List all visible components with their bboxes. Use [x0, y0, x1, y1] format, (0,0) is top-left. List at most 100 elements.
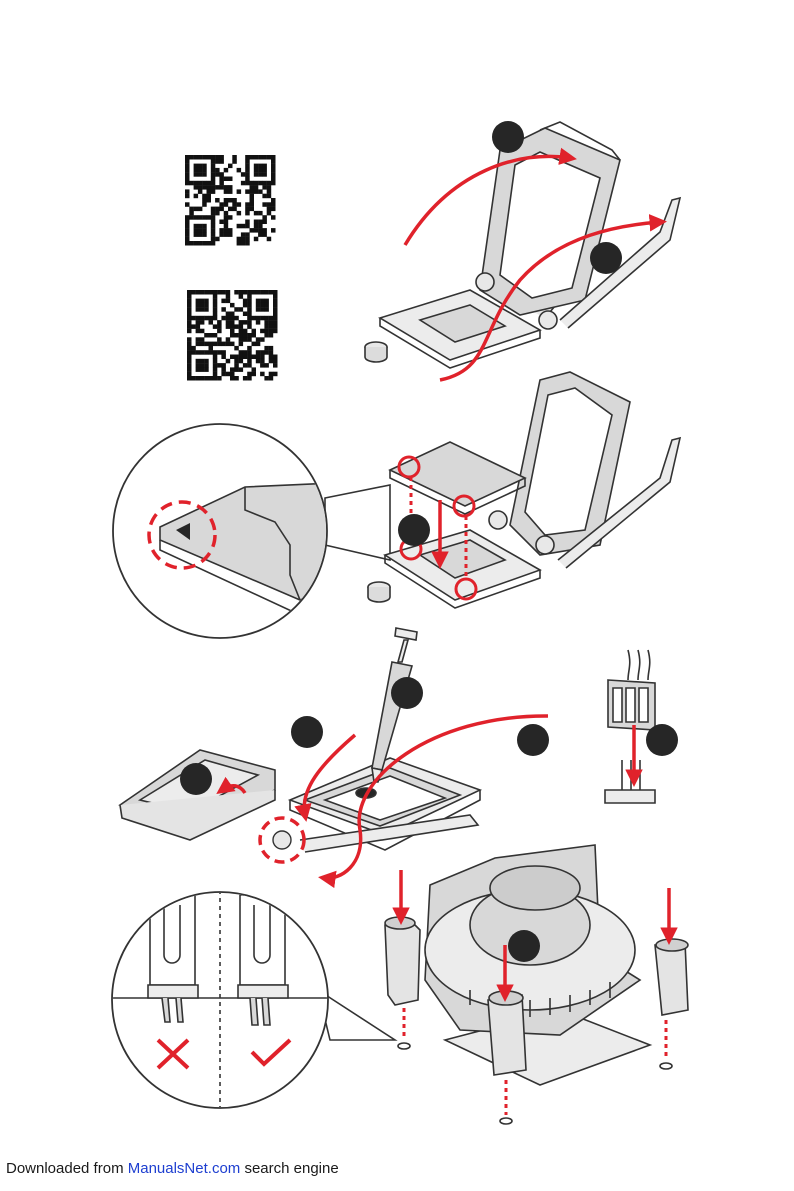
qr-module [207, 185, 212, 190]
qr-module [217, 342, 222, 347]
qr-module [226, 337, 231, 342]
qr-module [224, 202, 229, 207]
qr-module [194, 164, 199, 169]
qr-module [264, 333, 269, 338]
qr-module [230, 303, 235, 308]
qr-module [207, 181, 212, 186]
qr-module [273, 329, 278, 334]
qr-module [273, 363, 278, 368]
qr-module [269, 355, 274, 360]
qr-module [187, 337, 192, 342]
qr-module [258, 211, 263, 216]
qr-module [234, 363, 239, 368]
qr-module [196, 350, 201, 355]
qr-module [224, 228, 229, 233]
qr-module [241, 237, 246, 242]
qr-module [260, 316, 265, 321]
qr-module [217, 324, 222, 329]
qr-module [258, 168, 263, 173]
qr-module [224, 220, 229, 225]
qr-module [198, 228, 203, 233]
qr-module [215, 159, 220, 164]
qr-module [269, 372, 274, 377]
qr-module [234, 367, 239, 372]
qr-module [226, 372, 231, 377]
qr-module [213, 376, 218, 381]
qr-module [245, 164, 250, 169]
qr-module [211, 164, 216, 169]
qr-module [224, 215, 229, 220]
qr-module [185, 189, 190, 194]
qr-module [217, 376, 222, 381]
qr-module [211, 220, 216, 225]
qr-module [213, 312, 218, 317]
qr-module [219, 232, 224, 237]
socket-cpu-insert-illustration [368, 372, 680, 608]
qr-module [243, 333, 248, 338]
qr-module [250, 198, 255, 203]
qr-module [243, 303, 248, 308]
qr-module [213, 363, 218, 368]
qr-module [267, 207, 272, 212]
qr-code-top [185, 155, 276, 246]
qr-module [260, 350, 265, 355]
qr-module [260, 372, 265, 377]
qr-module [243, 290, 248, 295]
qr-module [230, 320, 235, 325]
qr-module [262, 168, 267, 173]
qr-module [215, 155, 220, 160]
qr-module [273, 324, 278, 329]
qr-module [258, 155, 263, 160]
qr-module [198, 189, 203, 194]
qr-module [243, 363, 248, 368]
qr-module [189, 215, 194, 220]
qr-module [237, 189, 242, 194]
qr-module [264, 329, 269, 334]
qr-module [204, 363, 209, 368]
manualsnet-link[interactable]: ManualsNet.com [128, 1160, 241, 1177]
qr-module [196, 290, 201, 295]
qr-module [254, 228, 258, 233]
qr-module [200, 367, 205, 372]
qr-module [196, 337, 201, 342]
qr-module [232, 155, 237, 160]
qr-module [185, 194, 190, 199]
qr-module [262, 181, 267, 186]
qr-module [187, 299, 192, 304]
qr-module [213, 303, 218, 308]
qr-module [230, 355, 235, 360]
qr-module [204, 367, 209, 372]
qr-module [196, 367, 201, 372]
qr-module [260, 307, 265, 312]
qr-module [234, 355, 239, 360]
qr-module [198, 185, 203, 190]
qr-module [226, 316, 231, 321]
qr-module [245, 168, 250, 173]
qr-module [239, 320, 244, 325]
qr-module [217, 337, 222, 342]
step-7-marker [646, 724, 678, 756]
qr-module [207, 198, 212, 203]
qr-module [187, 372, 192, 377]
qr-module [219, 202, 224, 207]
qr-module [194, 207, 199, 212]
qr-module [226, 342, 231, 347]
qr-module [273, 294, 278, 299]
qr-module [264, 316, 269, 321]
qr-module [204, 359, 209, 364]
qr-module [194, 232, 199, 237]
qr-module [215, 168, 220, 173]
qr-module [204, 299, 209, 304]
qr-module [196, 376, 201, 381]
qr-module [250, 228, 255, 233]
qr-module [187, 320, 192, 325]
qr-module [245, 155, 250, 160]
qr-module [191, 324, 196, 329]
qr-module [271, 155, 276, 160]
qr-module [198, 164, 203, 169]
qr-module [243, 299, 248, 304]
qr-module [185, 220, 190, 225]
qr-module [211, 224, 216, 229]
qr-module [196, 316, 201, 321]
